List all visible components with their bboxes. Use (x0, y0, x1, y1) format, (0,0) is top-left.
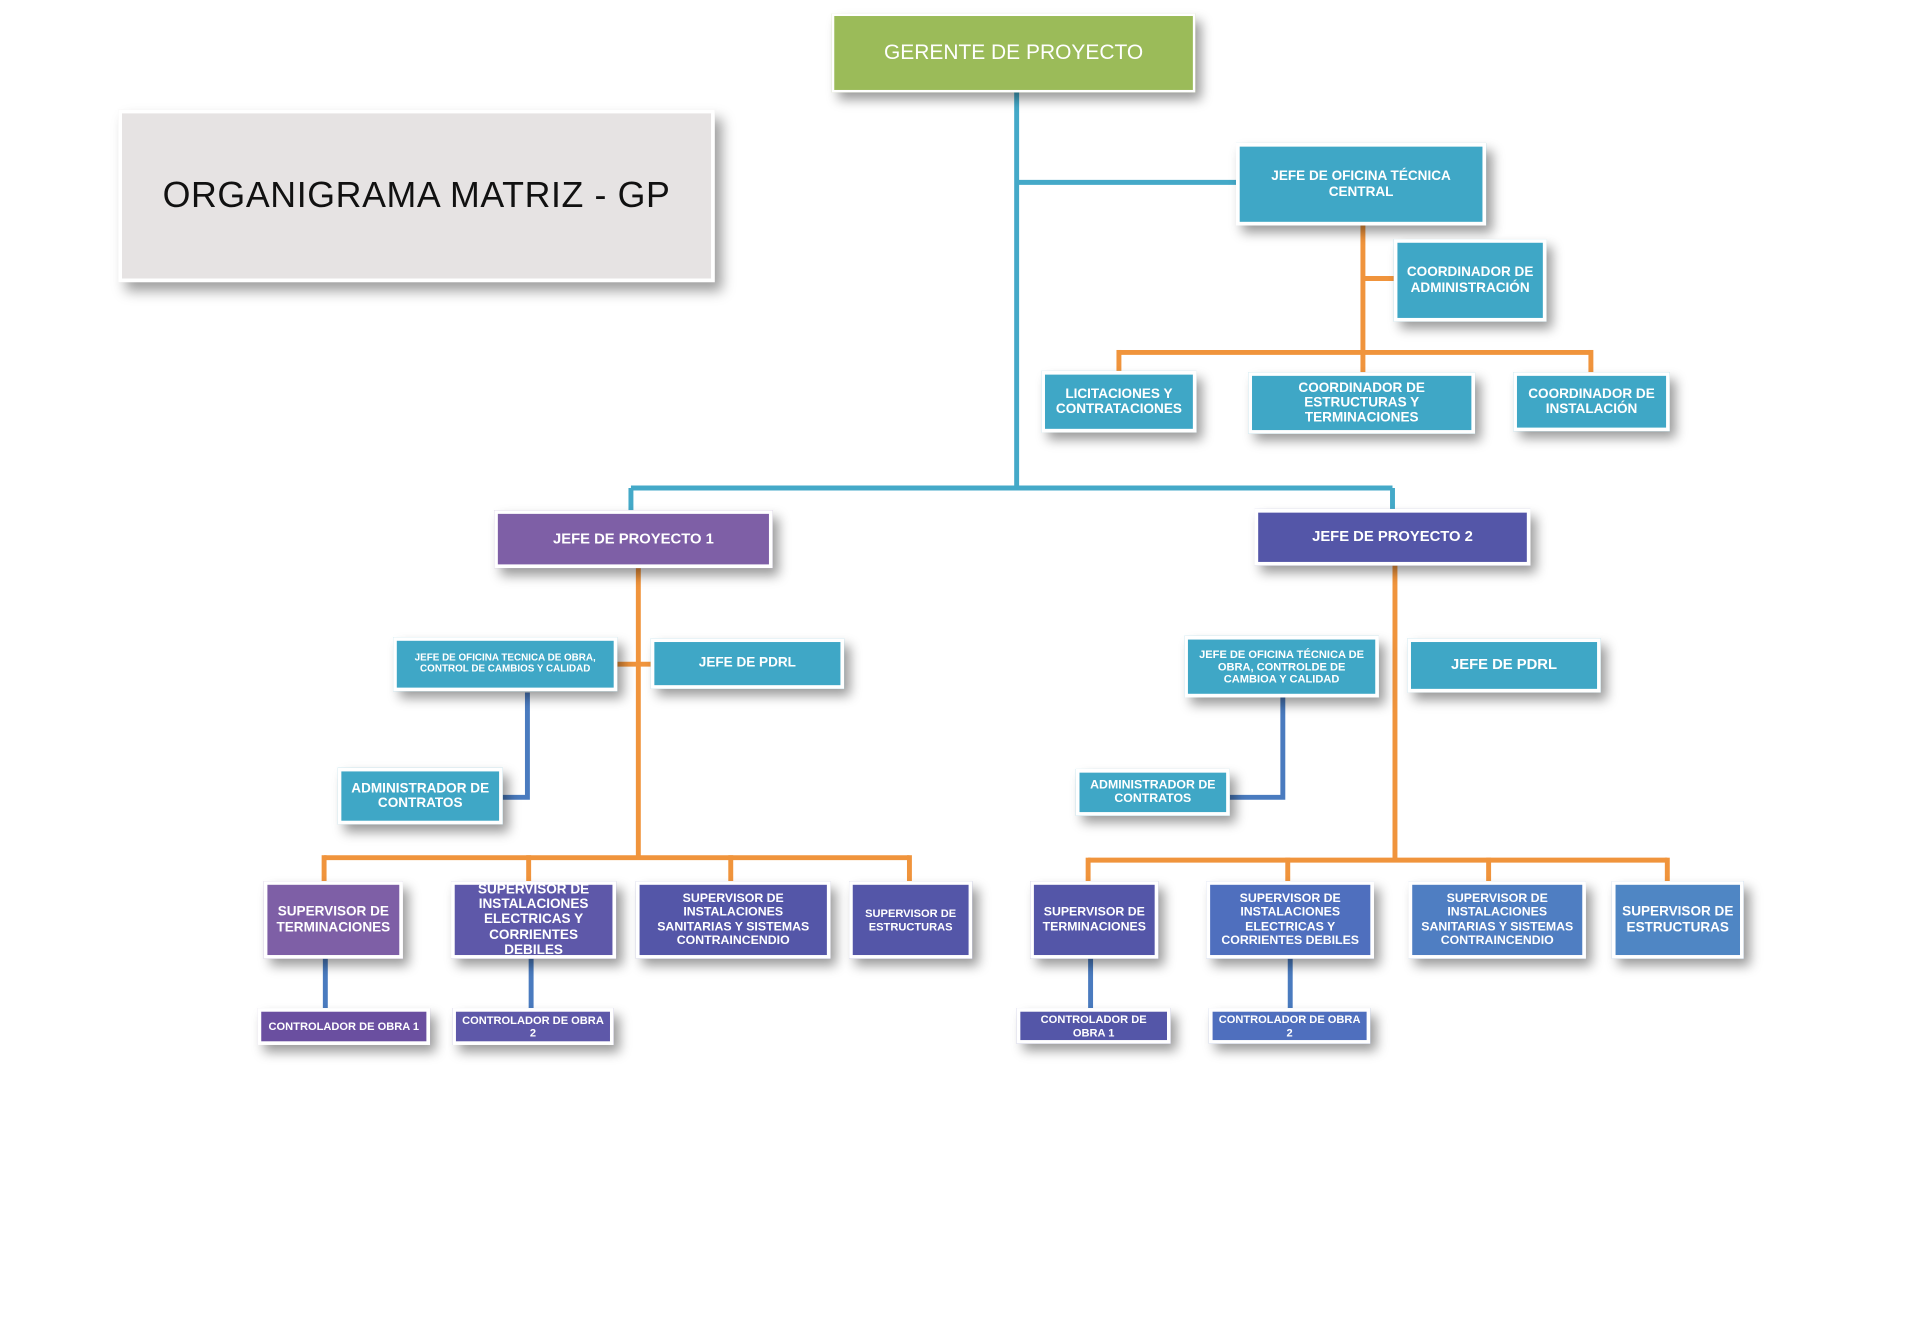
node-jefe-de-proyecto-1: JEFE DE PROYECTO 1 (494, 510, 773, 569)
connector-lines (321, 92, 1670, 1009)
node-p1-supervisor-electricas: SUPERVISOR DE INSTALACIONES ELECTRICAS Y… (451, 881, 617, 959)
node-coordinador-administracion: COORDINADOR DE ADMINISTRACIÓN (1393, 239, 1547, 322)
node-licitaciones-contrataciones: LICITACIONES Y CONTRATACIONES (1041, 370, 1197, 433)
node-coordinador-estructuras-terminaciones: COORDINADOR DE ESTRUCTURAS Y TERMINACION… (1248, 372, 1476, 434)
node-p2-jefe-oficina-tecnica-obra: JEFE DE OFICINA TÉCNICA DE OBRA, CONTROL… (1184, 635, 1379, 698)
node-p2-supervisor-estructuras: SUPERVISOR DE ESTRUCTURAS (1611, 881, 1744, 959)
project-2-connectors (1085, 564, 1670, 884)
node-p1-supervisor-sanitarias: SUPERVISOR DE INSTALACIONES SANITARIAS Y… (635, 881, 831, 959)
main-trunk-connectors (628, 92, 1395, 513)
project-1-connectors (321, 566, 912, 884)
node-p2-supervisor-electricas: SUPERVISOR DE INSTALACIONES ELECTRICAS Y… (1206, 881, 1375, 959)
node-p1-controlador-obra-2: CONTROLADOR DE OBRA 2 (452, 1008, 614, 1045)
node-p2-controlador-obra-2: CONTROLADOR DE OBRA 2 (1208, 1008, 1371, 1044)
node-p2-administrador-contratos: ADMINISTRADOR DE CONTRATOS (1075, 768, 1230, 816)
node-p1-jefe-oficina-tecnica-obra: JEFE DE OFICINA TECNICA DE OBRA, CONTROL… (393, 637, 618, 692)
node-p1-supervisor-terminaciones: SUPERVISOR DE TERMINACIONES (263, 881, 403, 959)
node-p1-controlador-obra-1: CONTROLADOR DE OBRA 1 (257, 1008, 431, 1045)
node-p2-supervisor-terminaciones: SUPERVISOR DE TERMINACIONES (1030, 881, 1159, 959)
secondary-connectors (322, 692, 1293, 1009)
node-p2-jefe-de-pdrl: JEFE DE PDRL (1407, 638, 1601, 693)
diagram-title: ORGANIGRAMA MATRIZ - GP (162, 175, 671, 216)
node-p1-jefe-de-pdrl: JEFE DE PDRL (650, 638, 845, 689)
node-jefe-de-proyecto-2: JEFE DE PROYECTO 2 (1254, 508, 1531, 566)
node-p2-supervisor-sanitarias: SUPERVISOR DE INSTALACIONES SANITARIAS Y… (1408, 881, 1586, 959)
node-coordinador-instalacion: COORDINADOR DE INSTALACIÓN (1513, 372, 1670, 432)
node-p1-supervisor-estructuras: SUPERVISOR DE ESTRUCTURAS (849, 881, 973, 959)
central-office-connectors (1116, 225, 1594, 375)
diagram-title-box: ORGANIGRAMA MATRIZ - GP (118, 109, 715, 283)
node-p2-controlador-obra-1: CONTROLADOR DE OBRA 1 (1016, 1008, 1171, 1044)
node-jefe-oficina-tecnica-central: JEFE DE OFICINA TÉCNICA CENTRAL (1235, 142, 1487, 226)
node-p1-administrador-contratos: ADMINISTRADOR DE CONTRATOS (337, 767, 503, 825)
node-gerente-de-proyecto: GERENTE DE PROYECTO (831, 13, 1196, 93)
